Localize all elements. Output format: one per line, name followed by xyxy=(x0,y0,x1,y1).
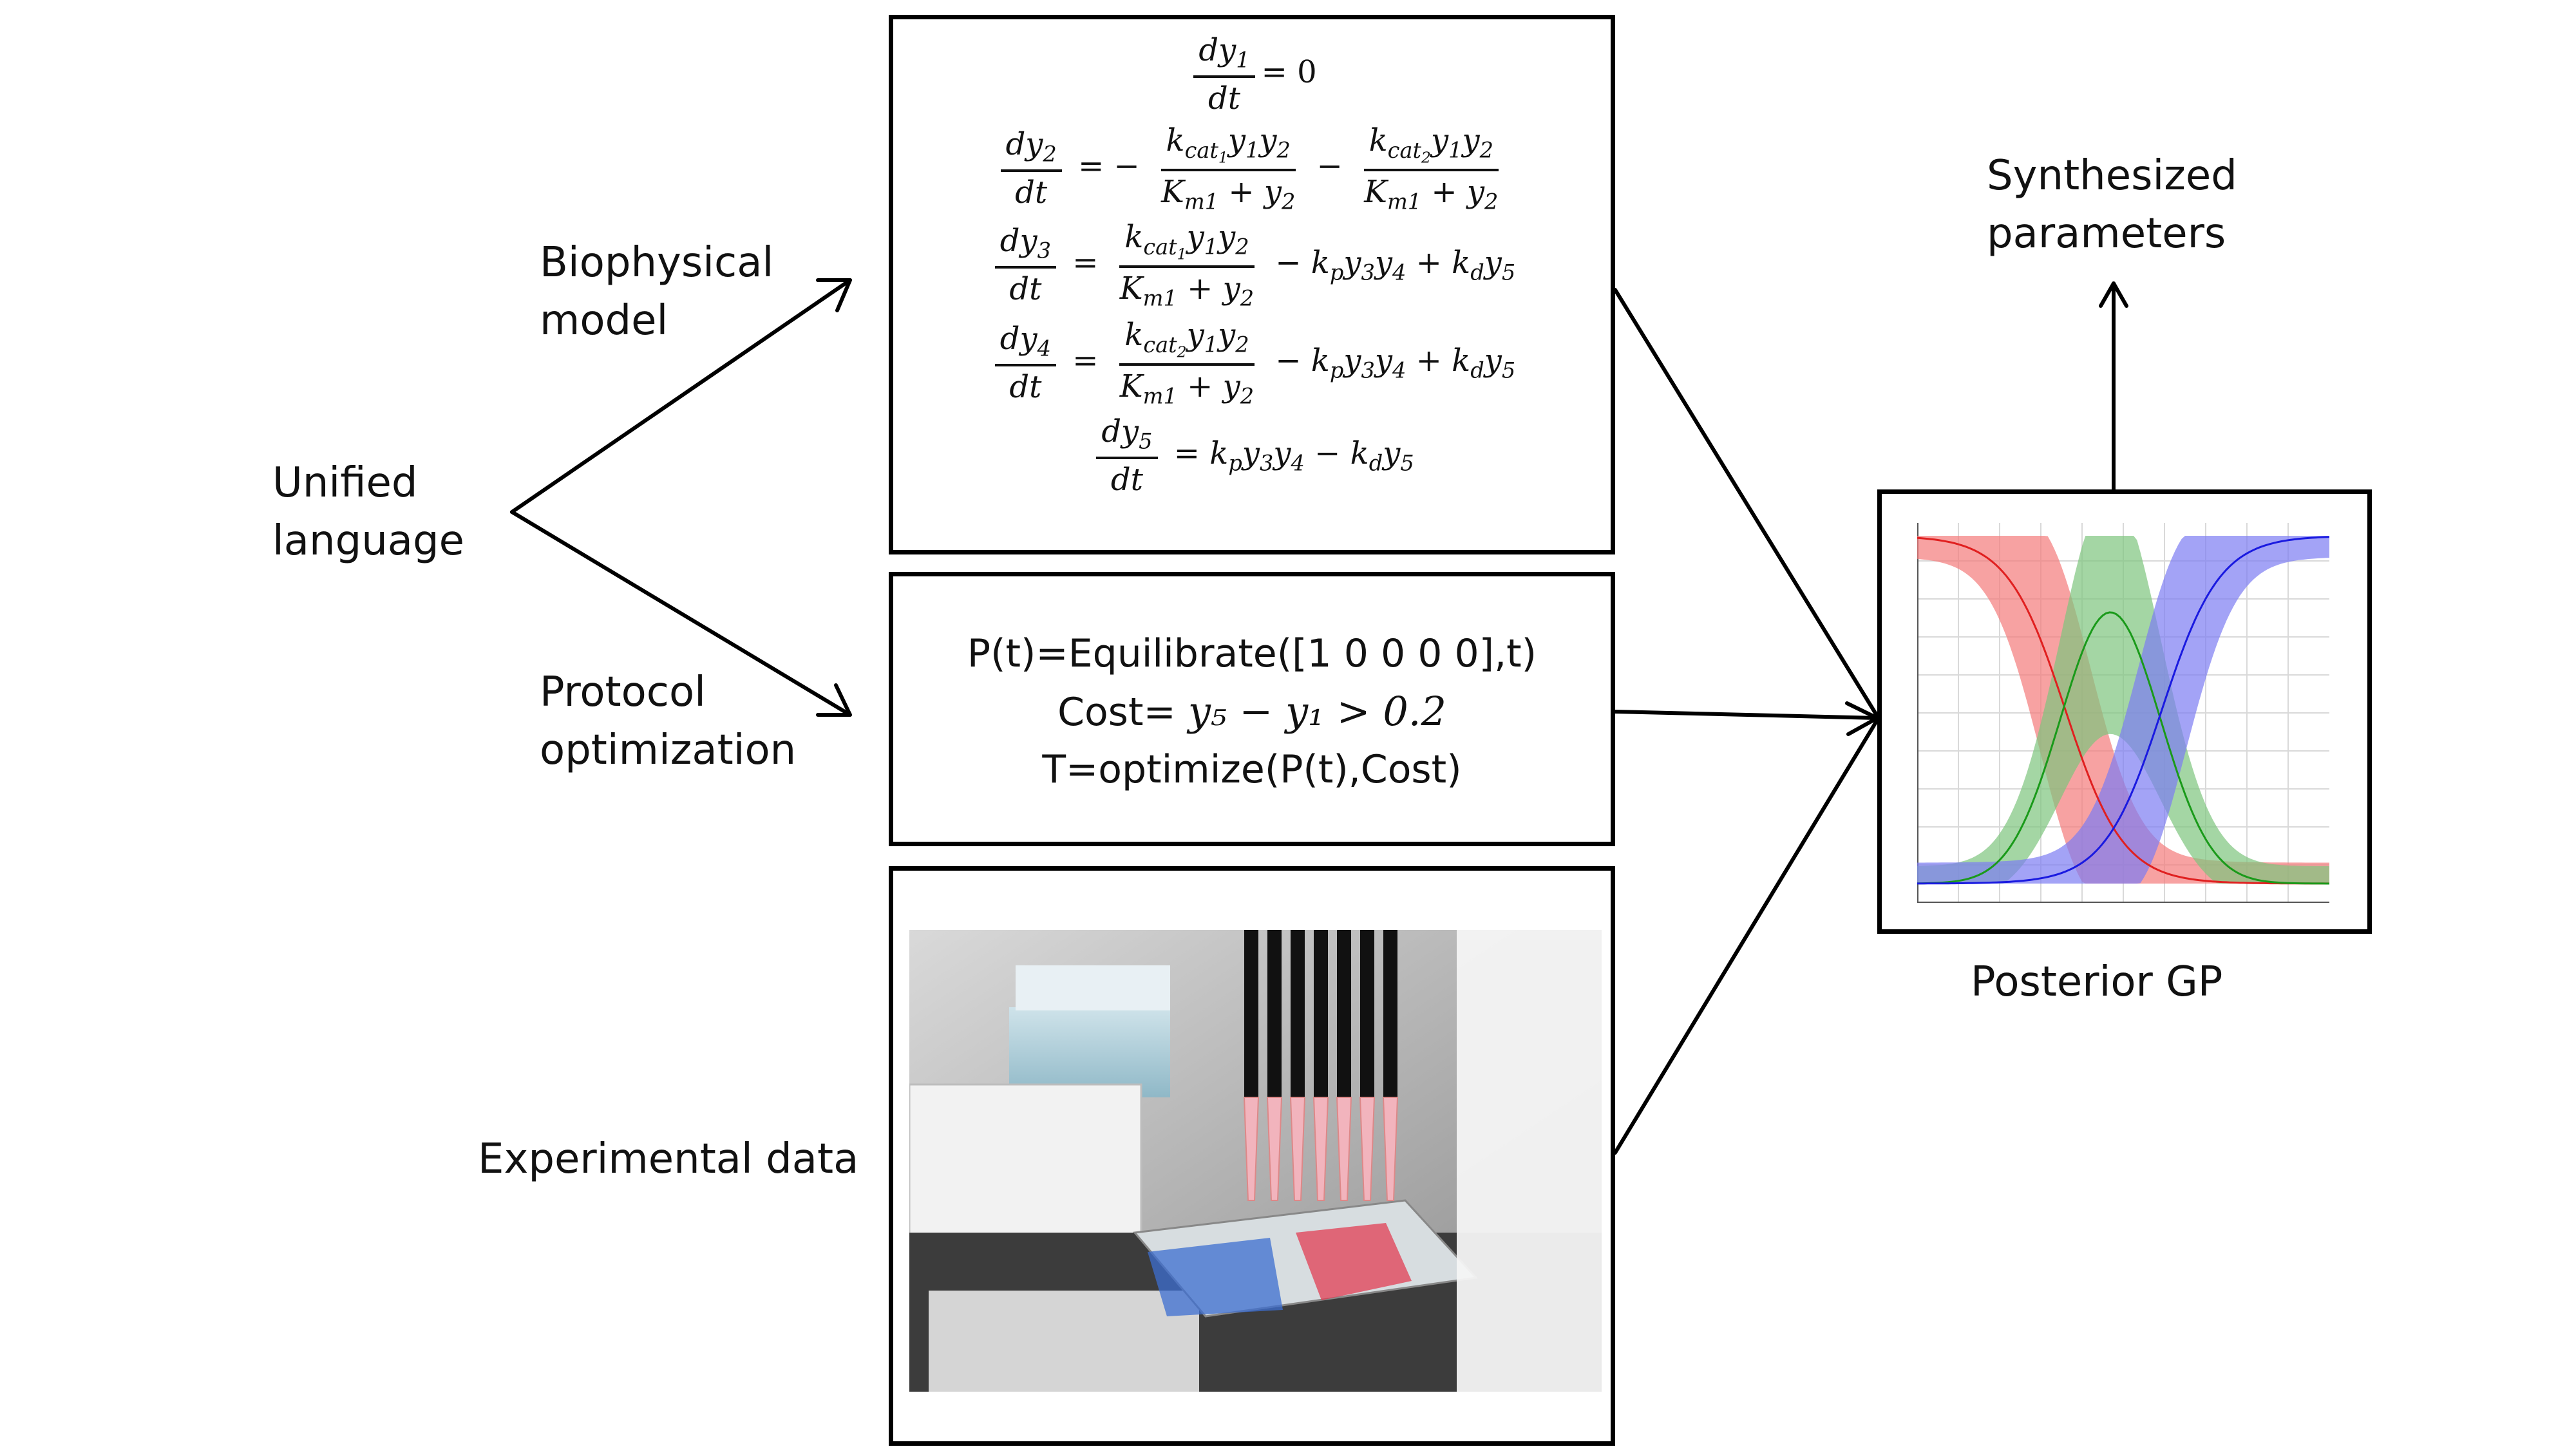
synthesized-parameters-label: Synthesized parameters xyxy=(1987,152,2237,258)
posterior-gp-box xyxy=(1877,489,2372,934)
gp-mean-red xyxy=(1917,536,2329,885)
protocol-line-optimize: T=optimize(P(t),Cost) xyxy=(1042,747,1462,792)
gp-mean-green xyxy=(1917,611,2329,885)
gp-mean-blue xyxy=(1917,536,2329,885)
gp-band-blue xyxy=(1917,536,2329,884)
gp-band-green xyxy=(1917,536,2329,884)
unified-language-label: Unified language xyxy=(272,459,464,565)
biophysical-model-label: Biophysical model xyxy=(540,239,774,345)
lab-pipette-photo xyxy=(909,930,1602,1392)
protocol-optimization-box: P(t)=Equilibrate([1 0 0 0 0],t) Cost= y₅… xyxy=(889,572,1615,846)
gp-band-red xyxy=(1917,536,2329,884)
protocol-optimization-label: Protocol optimization xyxy=(540,668,797,774)
experimental-data-label: Experimental data xyxy=(478,1135,859,1183)
posterior-gp-label: Posterior GP xyxy=(1971,958,2223,1006)
protocol-line-cost: Cost= y₅ − y₁ > 0.2 xyxy=(1057,688,1446,735)
protocol-line-equilibrate: P(t)=Equilibrate([1 0 0 0 0],t) xyxy=(967,631,1537,676)
posterior-gp-plot xyxy=(1917,523,2329,903)
experimental-data-box xyxy=(889,866,1615,1446)
